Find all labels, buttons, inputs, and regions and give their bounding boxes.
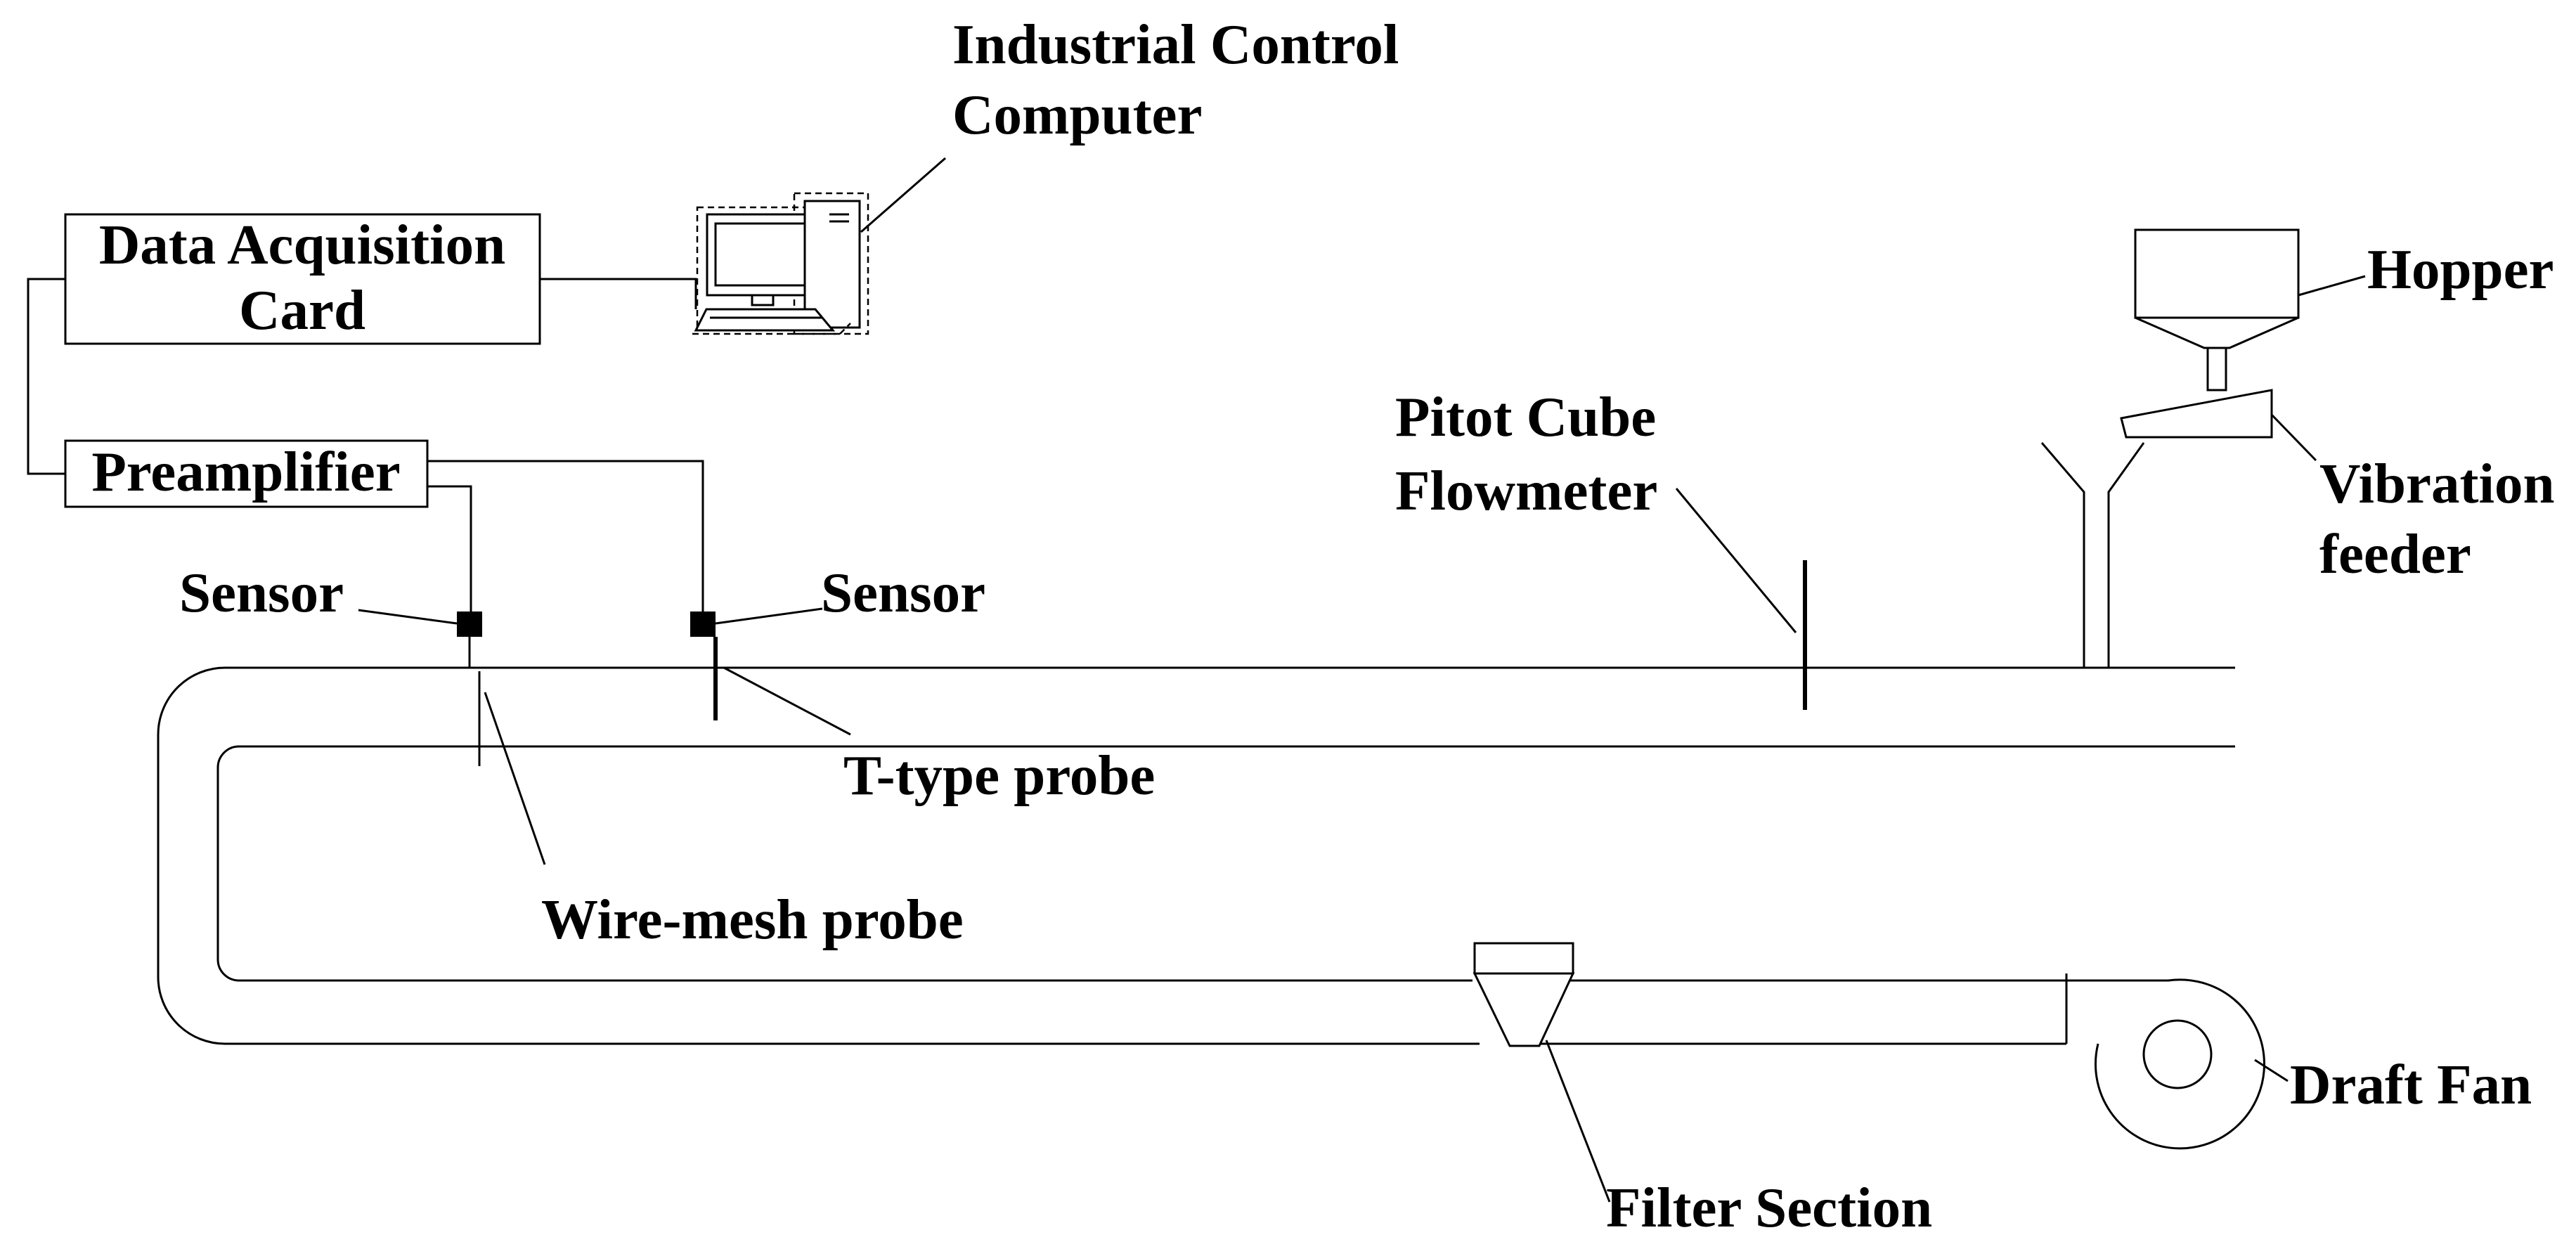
probe-leaders: [484, 666, 851, 865]
industrial-control-label-line2: Computer: [952, 83, 1202, 146]
hopper-label: Hopper: [2367, 238, 2554, 301]
filter-section-label: Filter Section: [1606, 1176, 1932, 1239]
wiring: [27, 278, 704, 611]
hopper: [2134, 228, 2366, 391]
vibration-feeder: [2120, 389, 2317, 462]
vibration-label-line2: feeder: [2319, 522, 2471, 585]
pitot-flowmeter: [1675, 488, 1807, 710]
sensor-right: [690, 607, 823, 720]
pitot-label-line1: Pitot Cube: [1395, 385, 1656, 448]
sensor-left: [358, 609, 482, 766]
computer-icon: [692, 157, 946, 335]
data-acq-label-line2: Card: [239, 278, 365, 342]
pipe-loop: [157, 666, 2235, 1045]
filter-section: [1473, 942, 1611, 1203]
industrial-control-label-line1: Industrial Control: [952, 13, 1399, 76]
sensor-right-label: Sensor: [821, 561, 985, 624]
data-acq-label-line1: Data Acquisition: [99, 213, 505, 276]
feed-inlet: [2040, 442, 2235, 669]
t-type-probe-label: T-type probe: [843, 744, 1155, 807]
sensor-left-label: Sensor: [179, 561, 344, 624]
draft-fan-label: Draft Fan: [2290, 1053, 2532, 1116]
wire-mesh-probe-label: Wire-mesh probe: [541, 888, 964, 951]
draft-fan: [2065, 973, 2289, 1150]
preamplifier: Preamplifier: [64, 439, 429, 508]
pitot-label-line2: Flowmeter: [1395, 459, 1657, 522]
vibration-label-line1: Vibration: [2319, 452, 2555, 515]
data-acquisition-card: Data Acquisition Card: [64, 213, 541, 345]
preamplifier-label: Preamplifier: [91, 440, 400, 503]
